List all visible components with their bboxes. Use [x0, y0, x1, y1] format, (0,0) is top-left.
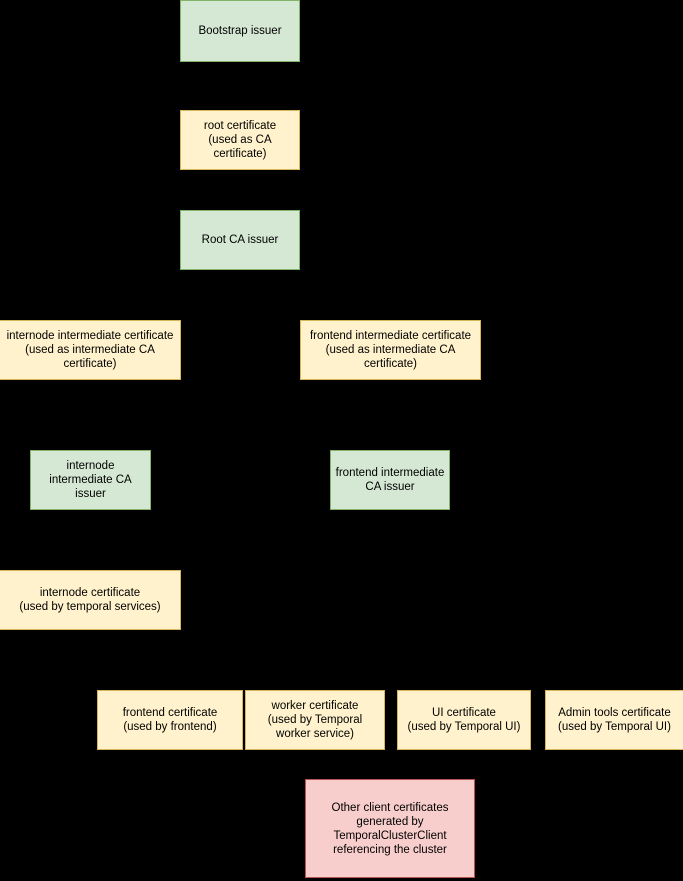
- node-worker-certificate[interactable]: worker certificate (used by Temporal wor…: [245, 690, 385, 750]
- node-label: internode intermediate CA issuer: [49, 460, 132, 500]
- edge-frontend-intermediate-ca-issuer-to-worker-certificate: [315, 600, 316, 684]
- node-frontend-certificate[interactable]: frontend certificate (used by frontend): [97, 690, 243, 750]
- node-root-certificate[interactable]: root certificate (used as CA certificate…: [180, 110, 300, 170]
- node-label: worker certificate (used by Temporal wor…: [267, 700, 363, 740]
- edge-internode-intermediate-certificate-to-internode-intermediate-ca-issuer: [90, 380, 91, 444]
- edge-frontend-intermediate-ca-issuer-to-ui-certificate: [464, 600, 465, 684]
- edge-frontend-intermediate-ca-issuer-to-admin-tools-certificate: [390, 600, 616, 601]
- edge-arrowhead-icon: [236, 104, 244, 110]
- node-label: internode certificate (used by temporal …: [19, 587, 161, 613]
- edge-arrowhead-icon: [311, 684, 319, 690]
- node-label: Root CA issuer: [201, 234, 279, 246]
- edge-root-ca-issuer-to-internode-intermediate-certificate: [90, 295, 241, 296]
- node-bootstrap-issuer[interactable]: Bootstrap issuer: [180, 0, 300, 62]
- edge-arrowhead-icon: [611, 684, 619, 690]
- edge-arrowhead-icon: [86, 314, 94, 320]
- edge-arrowhead-icon: [236, 204, 244, 210]
- edge-arrowhead-icon: [386, 773, 394, 779]
- node-internode-certificate[interactable]: internode certificate (used by temporal …: [0, 570, 181, 630]
- edge-frontend-intermediate-ca-issuer-to-other-client-certificates: [390, 510, 391, 773]
- node-label: UI certificate (used by Temporal UI): [407, 707, 521, 733]
- node-label: frontend intermediate certificate (used …: [309, 330, 472, 370]
- edge-arrowhead-icon: [86, 564, 94, 570]
- edge-arrowhead-icon: [387, 314, 395, 320]
- node-internode-intermediate-certificate[interactable]: internode intermediate certificate (used…: [0, 320, 181, 380]
- edge-bootstrap-issuer-to-root-certificate: [240, 62, 241, 104]
- node-label: frontend intermediate CA issuer: [335, 467, 445, 493]
- node-admin-tools-certificate[interactable]: Admin tools certificate (used by Tempora…: [545, 690, 683, 750]
- edge-arrowhead-icon: [166, 684, 174, 690]
- edge-frontend-intermediate-certificate-to-frontend-intermediate-ca-issuer: [391, 380, 392, 444]
- edge-frontend-intermediate-ca-issuer-to-admin-tools-certificate: [615, 600, 616, 684]
- node-frontend-intermediate-certificate[interactable]: frontend intermediate certificate (used …: [300, 320, 481, 380]
- edge-root-ca-issuer-to-frontend-intermediate-certificate: [240, 270, 241, 295]
- node-label: frontend certificate (used by frontend): [122, 707, 218, 733]
- edge-root-ca-issuer-to-frontend-intermediate-certificate: [391, 295, 392, 314]
- edge-frontend-intermediate-ca-issuer-to-worker-certificate: [315, 600, 391, 601]
- node-root-ca-issuer[interactable]: Root CA issuer: [180, 210, 300, 270]
- edge-arrowhead-icon: [460, 684, 468, 690]
- edge-arrowhead-icon: [87, 444, 95, 450]
- node-label: Admin tools certificate (used by Tempora…: [558, 707, 671, 733]
- edge-root-ca-issuer-to-internode-intermediate-certificate: [90, 295, 91, 314]
- node-ui-certificate[interactable]: UI certificate (used by Temporal UI): [397, 690, 531, 750]
- edge-frontend-intermediate-ca-issuer-to-frontend-certificate: [170, 600, 391, 601]
- node-label: Other client certificates generated by T…: [331, 801, 449, 856]
- edge-root-ca-issuer-to-frontend-intermediate-certificate: [240, 295, 392, 296]
- edge-internode-intermediate-ca-issuer-to-internode-certificate: [91, 510, 92, 564]
- node-frontend-intermediate-ca-issuer[interactable]: frontend intermediate CA issuer: [330, 450, 450, 510]
- node-label: internode intermediate certificate (used…: [6, 330, 174, 370]
- node-other-client-certificates[interactable]: Other client certificates generated by T…: [305, 779, 475, 878]
- edge-frontend-intermediate-ca-issuer-to-frontend-certificate: [170, 600, 171, 684]
- node-internode-intermediate-ca-issuer[interactable]: internode intermediate CA issuer: [30, 450, 151, 510]
- edge-arrowhead-icon: [386, 444, 394, 450]
- edge-root-certificate-to-root-ca-issuer: [240, 170, 241, 204]
- node-label: root certificate (used as CA certificate…: [203, 120, 277, 160]
- node-label: Bootstrap issuer: [198, 25, 282, 37]
